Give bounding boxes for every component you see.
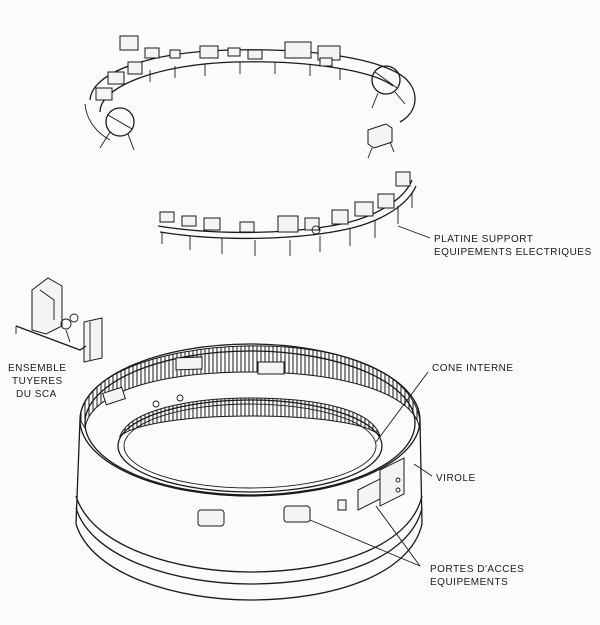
label-platine-line1: PLATINE SUPPORT — [434, 234, 534, 245]
label-portes-line1: PORTES D'ACCES — [430, 564, 525, 575]
label-cone-interne: CONE INTERNE — [432, 363, 514, 374]
upper-equipment-ring — [84, 35, 416, 159]
label-ensemble-line2: TUYERES — [12, 376, 63, 387]
label-ensemble-line3: DU SCA — [16, 389, 57, 400]
sca-nozzle-assembly — [15, 277, 103, 363]
label-platine-line2: EQUIPEMENTS ELECTRIQUES — [434, 247, 592, 258]
label-portes-line2: EQUIPEMENTS — [430, 577, 509, 588]
label-virole: VIROLE — [436, 473, 476, 484]
main-cylinder — [75, 343, 433, 601]
platine-support-arc — [157, 171, 431, 256]
label-ensemble-line1: ENSEMBLE — [8, 363, 67, 374]
